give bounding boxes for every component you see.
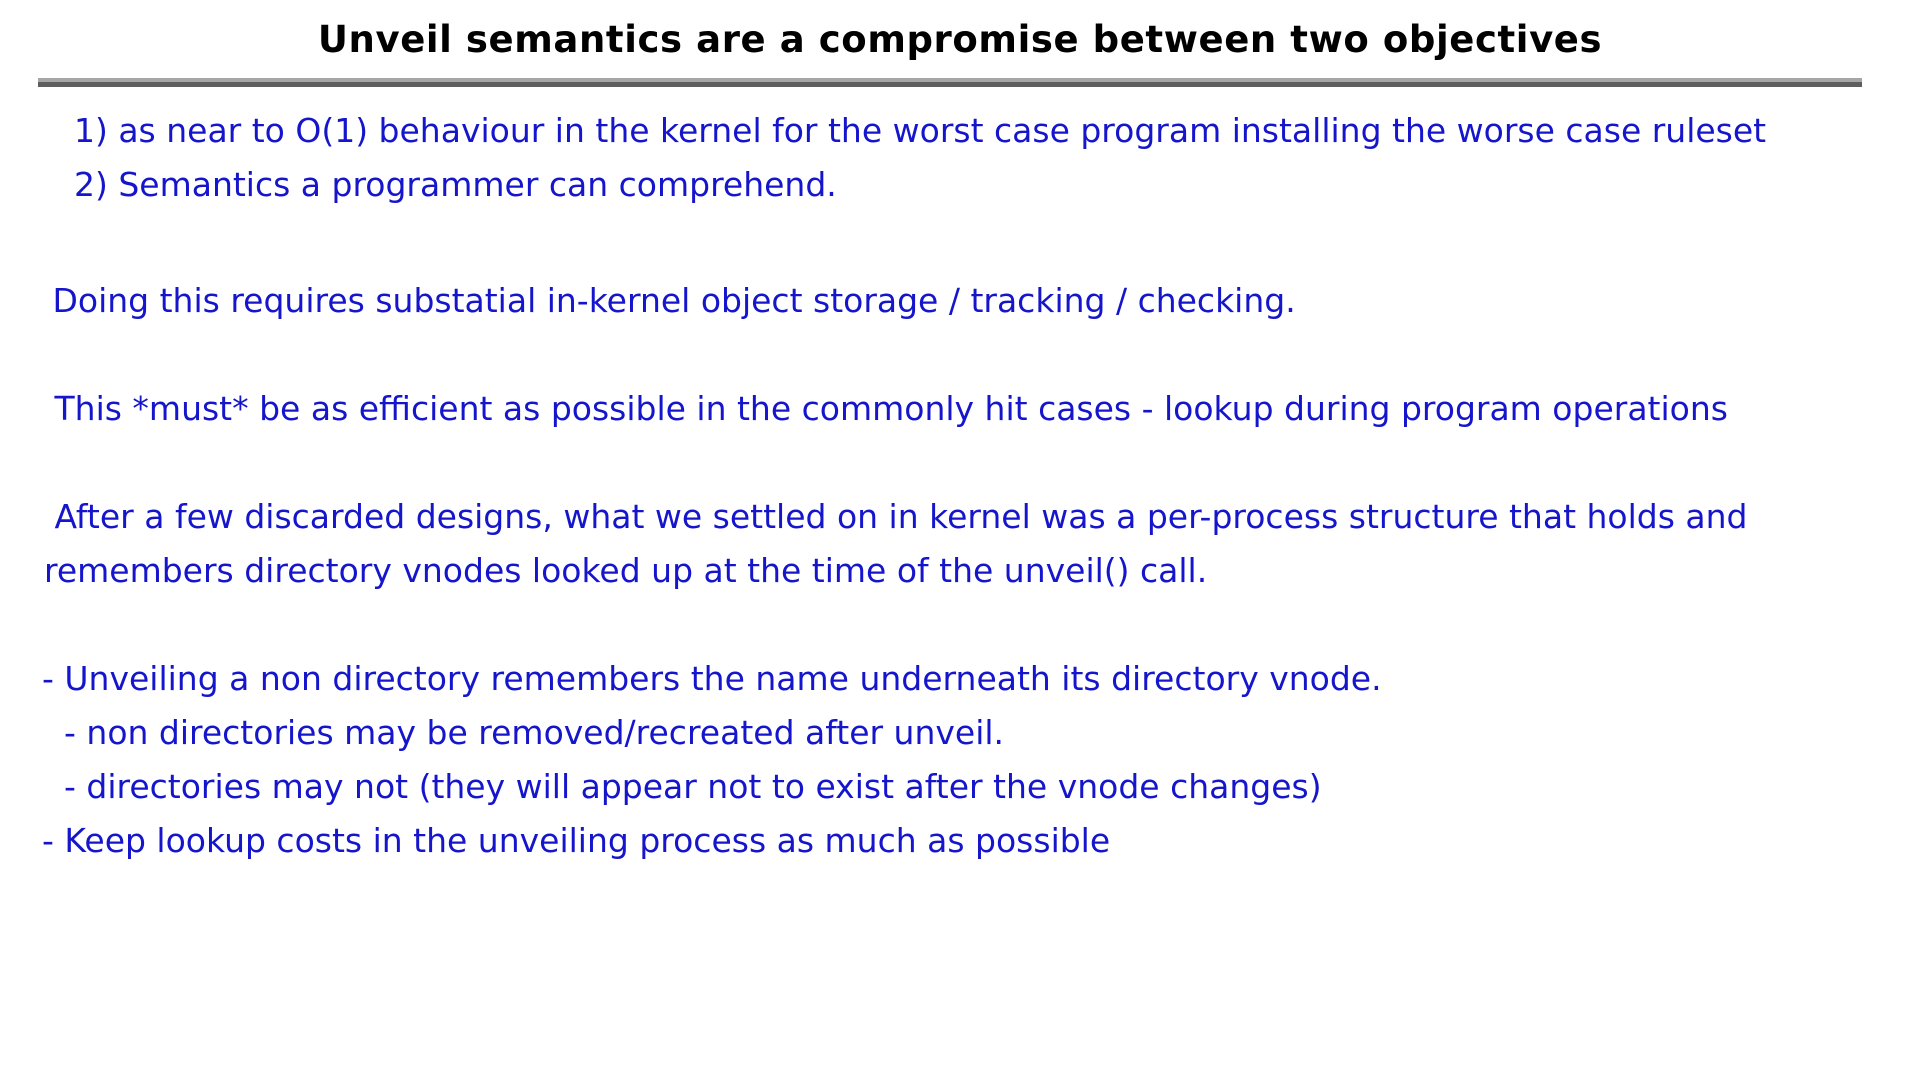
bullet-item-keep-lookup-costs: - Keep lookup costs in the unveiling pro… bbox=[42, 821, 1111, 860]
design-note-text: After a few discarded designs, what we s… bbox=[44, 497, 1758, 590]
title-separator-rule-top bbox=[38, 78, 1862, 82]
bullet-item-unveiling-non-directory: - Unveiling a non directory remembers th… bbox=[42, 659, 1382, 698]
slide-body: 1) as near to O(1) behaviour in the kern… bbox=[32, 104, 1888, 868]
efficiency-note-text: This *must* be as efficient as possible … bbox=[44, 389, 1728, 428]
spacer-before-bullets bbox=[32, 598, 1888, 652]
spacer-after-objectives bbox=[32, 212, 1888, 274]
spacer-after-storage-note bbox=[32, 328, 1888, 382]
title-separator-rule-bottom bbox=[38, 82, 1862, 87]
spacer-after-efficiency-note bbox=[32, 436, 1888, 490]
objective-2-text: 2) Semantics a programmer can comprehend… bbox=[32, 165, 837, 204]
title-separator-rule bbox=[38, 78, 1862, 87]
objective-1-text: 1) as near to O(1) behaviour in the kern… bbox=[32, 111, 1767, 150]
bullet-item-directories-may-not: - directories may not (they will appear … bbox=[64, 767, 1322, 806]
storage-note-text: Doing this requires substatial in-kernel… bbox=[42, 281, 1296, 320]
bullet-item-non-directories-removable: - non directories may be removed/recreat… bbox=[64, 713, 1005, 752]
slide-title: Unveil semantics are a compromise betwee… bbox=[317, 18, 1603, 61]
